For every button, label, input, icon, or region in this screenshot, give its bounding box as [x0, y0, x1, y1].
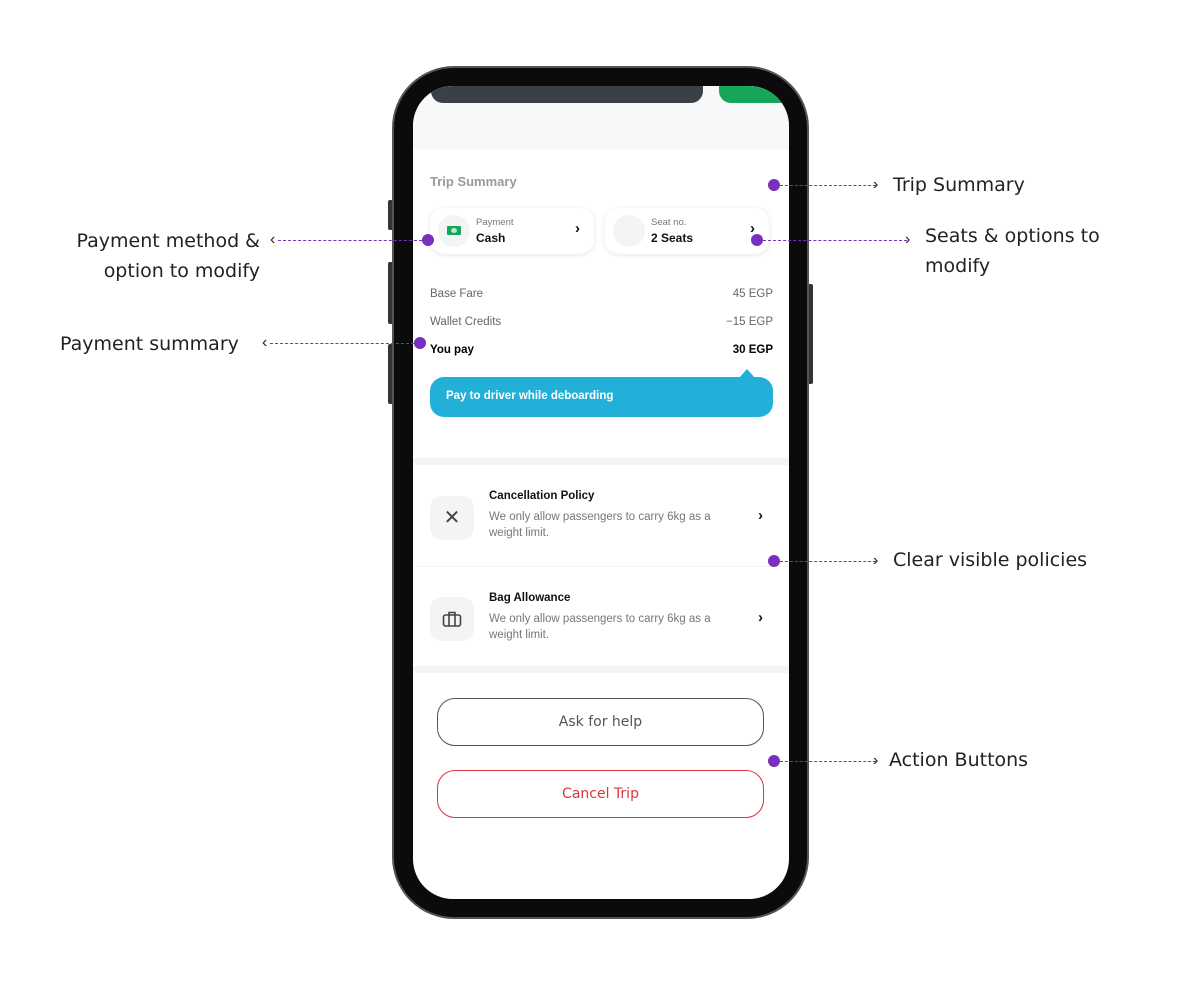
annotation-payment-method: Payment method & option to modify [40, 226, 260, 286]
policy-title: Bag Allowance [489, 592, 571, 604]
payment-method-card[interactable]: Payment Cash › [430, 208, 594, 254]
fare-value: 45 EGP [732, 288, 773, 300]
arrow-right-icon: › [873, 752, 879, 769]
annotation-line [278, 240, 422, 241]
seat-icon [613, 215, 645, 247]
annotation-dot [768, 179, 780, 191]
chevron-right-icon: › [758, 609, 763, 626]
fare-row-wallet: Wallet Credits −15 EGP [430, 316, 773, 328]
cancel-trip-button[interactable]: Cancel Trip [437, 770, 764, 818]
arrow-left-icon: ‹ [262, 334, 268, 351]
annotation-line-2: modify [925, 255, 991, 277]
fare-value: 30 EGP [732, 344, 773, 356]
annotation-policies: Clear visible policies [893, 549, 1088, 571]
payment-note-bubble: Pay to driver while deboarding [430, 369, 773, 417]
policy-description: We only allow passengers to carry 6kg as… [489, 613, 711, 641]
section-title: Trip Summary [430, 174, 517, 189]
power-button [808, 284, 813, 384]
annotation-actions: Action Buttons [889, 749, 1029, 771]
silent-switch [388, 200, 393, 230]
phone-screen: Trip Summary Payment Cash › Seat no. 2 S… [413, 86, 789, 899]
arrow-right-icon: › [873, 552, 879, 569]
divider [413, 666, 789, 673]
fare-label: Wallet Credits [430, 316, 502, 328]
annotation-dot [768, 755, 780, 767]
divider [413, 458, 789, 465]
policy-item-bag[interactable]: Bag Allowance We only allow passengers t… [413, 567, 789, 666]
arrow-left-icon: ‹ [270, 231, 276, 248]
fare-value: −15 EGP [726, 316, 773, 328]
seat-label: Seat no. [651, 217, 687, 228]
annotation-line [780, 761, 876, 762]
volume-down-button [388, 344, 393, 404]
chevron-right-icon: › [575, 220, 580, 237]
chevron-right-icon: › [750, 220, 755, 237]
policy-item-cancellation[interactable]: ✕ Cancellation Policy We only allow pass… [413, 465, 789, 566]
top-dark-bar [431, 86, 703, 103]
annotation-line [270, 343, 414, 344]
annotation-seats: Seats & options to modify [925, 221, 1100, 281]
chevron-right-icon: › [758, 507, 763, 524]
policy-description: We only allow passengers to carry 6kg as… [489, 511, 711, 539]
annotation-dot [751, 234, 763, 246]
close-icon: ✕ [430, 496, 474, 540]
top-green-button[interactable] [719, 86, 789, 103]
annotation-line [763, 240, 907, 241]
fare-label: You pay [430, 344, 474, 356]
annotation-dot [414, 337, 426, 349]
annotation-line [780, 185, 876, 186]
fare-row-base: Base Fare 45 EGP [430, 288, 773, 300]
arrow-right-icon: › [873, 176, 879, 193]
ask-for-help-button[interactable]: Ask for help [437, 698, 764, 746]
annotation-line-1: Seats & options to [925, 225, 1100, 247]
divider [413, 566, 789, 567]
seat-card[interactable]: Seat no. 2 Seats › [605, 208, 769, 254]
seat-value: 2 Seats [651, 231, 694, 245]
fare-label: Base Fare [430, 288, 484, 300]
payment-label: Payment [476, 217, 514, 228]
arrow-right-icon: › [905, 231, 911, 248]
payment-value: Cash [476, 231, 506, 245]
annotation-line-1: Payment method & [76, 230, 260, 252]
annotation-trip-summary: Trip Summary [893, 174, 1025, 196]
annotation-dot [422, 234, 434, 246]
annotation-line-2: option to modify [103, 260, 260, 282]
annotation-line [780, 561, 876, 562]
annotation-dot [768, 555, 780, 567]
volume-up-button [388, 262, 393, 324]
header-area [413, 86, 789, 150]
fare-row-total: You pay 30 EGP [430, 344, 773, 356]
annotation-payment-summary: Payment summary [60, 333, 239, 355]
cash-icon [438, 215, 470, 247]
policy-title: Cancellation Policy [489, 490, 595, 502]
briefcase-icon [430, 597, 474, 641]
